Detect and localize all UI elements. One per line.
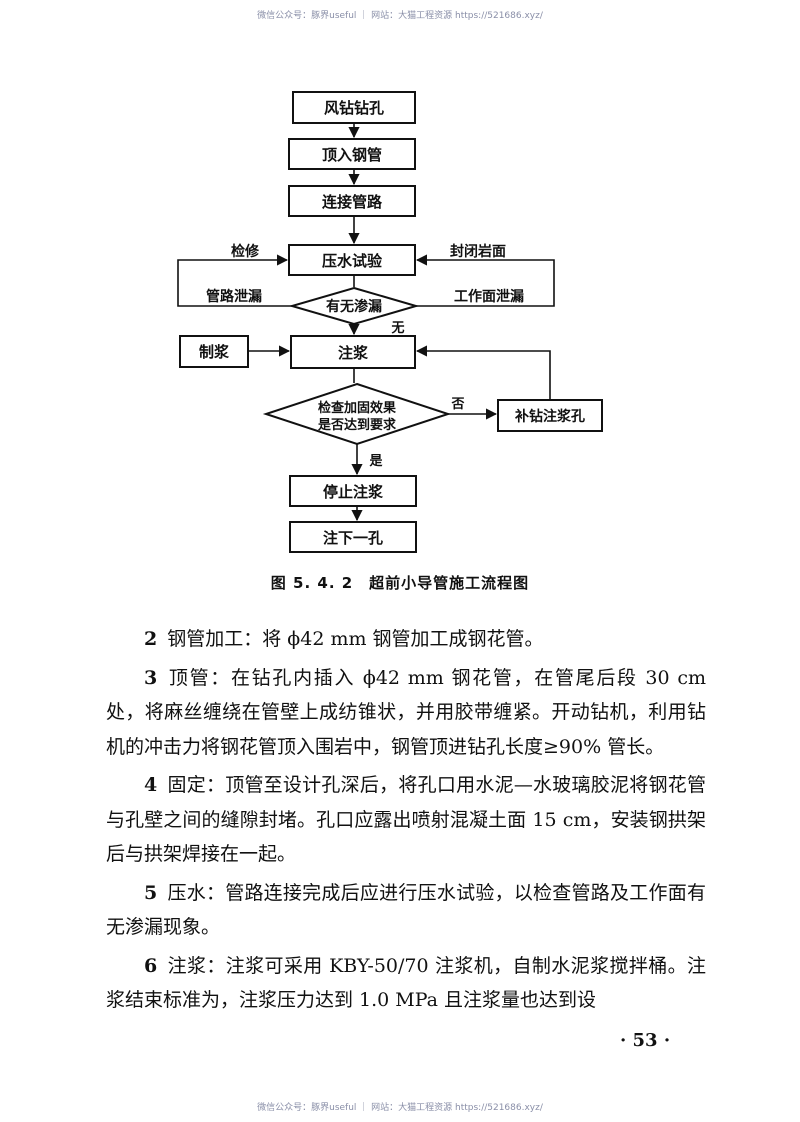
label-no: 否 [450,397,464,412]
item-number: 6 [144,954,158,977]
node-next-hole: 注下一孔 [323,529,383,547]
box-stop [289,475,417,507]
box-grouting [290,335,416,369]
figure-caption: 图 5. 4. 2 超前小导管施工流程图 [270,574,530,592]
node-leak-check: 有无渗漏 [326,298,382,315]
label-pipe-leak: 管路泄漏 [206,288,262,305]
node-stop: 停止注浆 [323,483,384,501]
paragraph-text: 注浆：注浆可采用 KBY-50/70 注浆机，自制水泥浆搅拌桶。注浆结束标准为，… [106,954,706,1012]
watermark-bottom: 微信公众号：豚界useful ｜ 网站：大猫工程资源 https://52168… [257,1103,543,1113]
label-seal-rock: 封闭岩面 [450,243,506,260]
item-number: 4 [144,774,158,796]
paragraph-text: 顶管：在钻孔内插入 ϕ42 mm 钢花管，在管尾后段 30 cm 处，将麻丝缠绕… [106,666,706,758]
label-yes: 是 [368,454,383,469]
flowchart: 风钻钻孔 顶入钢管 连接管路 压水试验 有无渗漏 制浆 注浆 检查加固效果 是否… [177,91,603,553]
node-redrill: 补钻注浆孔 [514,408,585,425]
node-check-effect-line1: 检查加固效果 [318,400,396,416]
node-check-effect-line2: 是否达到要求 [317,417,397,433]
node-pressure-test: 压水试验 [322,252,383,270]
item-number: 3 [144,666,158,689]
label-face-leak: 工作面泄漏 [454,288,524,305]
node-grouting: 注浆 [338,344,369,362]
node-mix: 制浆 [199,343,230,361]
box-next-hole [289,521,417,553]
node-connect: 连接管路 [322,193,383,211]
paragraph-text: 钢管加工：将 ϕ42 mm 钢管加工成钢花管。 [167,628,544,650]
page-number: · 53 · [620,1030,671,1051]
label-repair: 检修 [231,243,260,260]
item-number: 5 [144,881,158,904]
paragraph-text: 压水：管路连接完成后应进行压水试验，以检查管路及工作面有无渗漏现象。 [106,881,706,939]
box-pressure-test [288,244,416,276]
label-none: 无 [390,321,404,336]
item-number: 2 [144,628,158,650]
node-push-pipe: 顶入钢管 [322,146,382,164]
paragraph-2: 2 钢管加工：将 ϕ42 mm 钢管加工成钢花管。 [106,622,706,657]
box-connect [288,185,416,217]
node-drill: 风钻钻孔 [324,99,384,117]
box-push-pipe [288,138,416,170]
watermark-top: 微信公众号：豚界useful ｜ 网站：大猫工程资源 https://52168… [257,11,543,21]
paragraph-text: 固定：顶管至设计孔深后，将孔口用水泥—水玻璃胶泥将钢花管与孔壁之间的缝隙封堵。孔… [106,774,706,865]
